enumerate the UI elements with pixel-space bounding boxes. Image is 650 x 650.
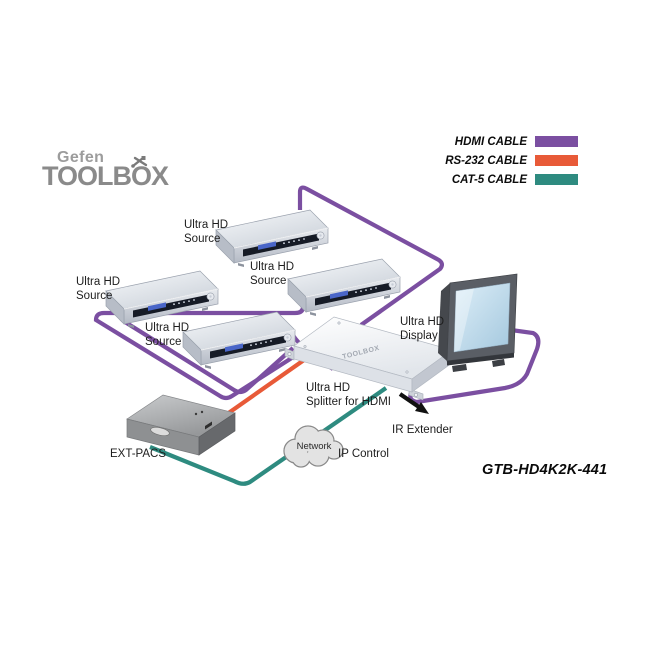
label-source-3: Ultra HD Source	[76, 276, 121, 302]
ir-extender-arrow	[398, 392, 429, 414]
legend-row-rs232: RS-232 CABLE	[445, 154, 578, 167]
display-device	[438, 273, 518, 372]
ext-pacs-device	[126, 394, 236, 456]
hdmi-cable-output-to-display	[408, 327, 541, 405]
label-source-1: Ultra HD Source	[184, 219, 229, 245]
hdmi-cable-source2-loop	[93, 300, 306, 401]
label-ir-extender: IR Extender	[392, 424, 453, 436]
label-source-4: Ultra HD Source	[145, 322, 190, 348]
legend-row-hdmi: HDMI CABLE	[455, 135, 578, 148]
legend-label-cat5: CAT-5 CABLE	[451, 173, 527, 186]
hdmi-cable-source1	[297, 185, 445, 327]
source-device-1	[215, 209, 329, 268]
legend-swatch-hdmi	[535, 136, 578, 147]
legend-swatch-rs232	[535, 155, 578, 166]
source-device-3	[105, 270, 219, 329]
label-splitter: Ultra HD Splitter for HDMI	[306, 382, 391, 408]
toolbox-logo: TOOLBOX	[42, 161, 169, 191]
network-cloud: Network	[283, 425, 344, 468]
toolbox-tools-icon	[131, 156, 148, 168]
model-number: GTB-HD4K2K-441	[482, 462, 608, 478]
label-ext-pacs: EXT-PACS	[110, 448, 167, 460]
label-display: Ultra HD Display	[400, 316, 445, 342]
cat5-cable	[149, 386, 388, 486]
legend-label-rs232: RS-232 CABLE	[445, 154, 527, 167]
label-source-2: Ultra HD Source	[250, 261, 295, 287]
legend-row-cat5: CAT-5 CABLE	[452, 173, 578, 186]
gefen-logo: Gefen	[57, 149, 105, 166]
label-ip-control: IP Control	[338, 448, 389, 460]
legend-label-hdmi: HDMI CABLE	[454, 135, 527, 148]
network-cloud-label: Network	[297, 441, 332, 452]
legend-swatch-cat5	[535, 174, 578, 185]
